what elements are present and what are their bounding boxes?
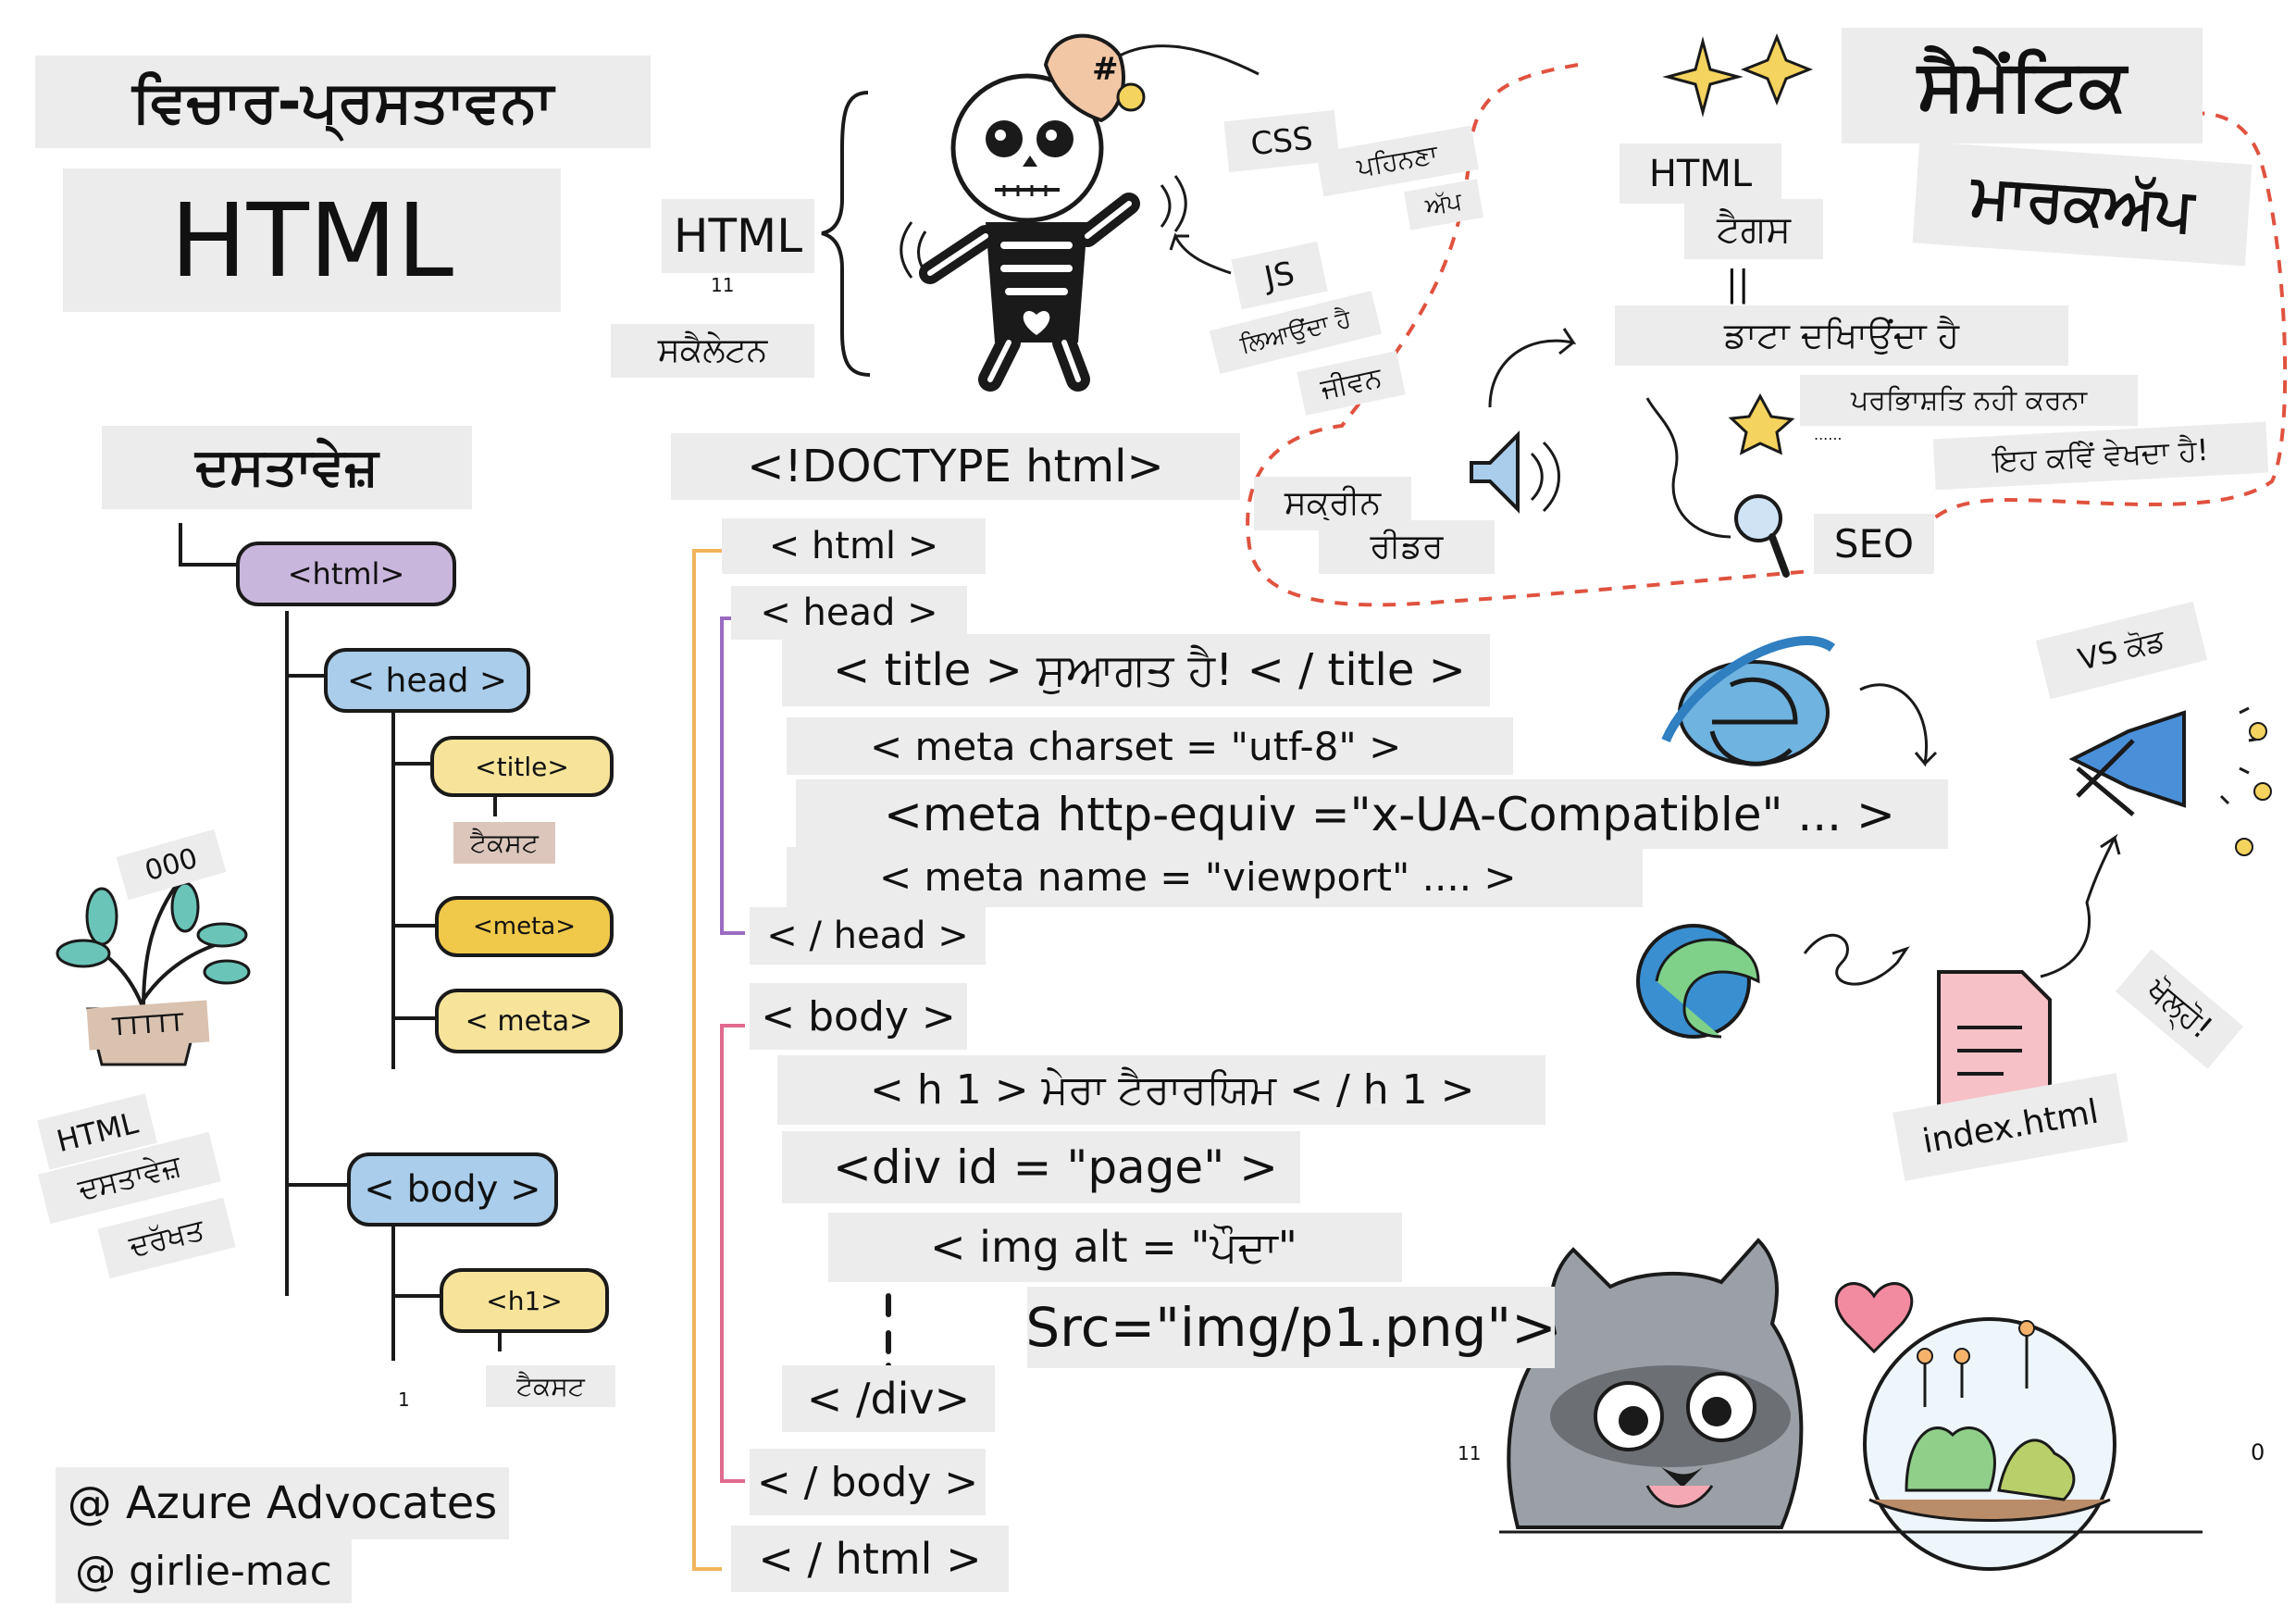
heart-icon bbox=[1834, 1282, 1914, 1354]
skeleton-small-mark: 11 bbox=[711, 274, 735, 296]
not-defining: ਪਰਭਿਾਸ਼ਤਿ ਨਹੀ ਕਰਨਾ bbox=[1800, 375, 2138, 426]
code-head-open: < head > bbox=[731, 586, 967, 640]
tree-node-head: < head > bbox=[324, 648, 530, 713]
document-tree-lines bbox=[179, 523, 502, 1361]
code-src-line: Src="img/p1.png"> bbox=[1025, 1287, 1557, 1368]
file-icon bbox=[1937, 970, 2052, 1113]
shows-data: ਡਾਟਾ ਦਖਿਾਉਂਦਾ ਹੈ bbox=[1615, 305, 2068, 366]
code-head-close: < / head > bbox=[750, 907, 986, 965]
tree-h1-text: ਟੈਕਸਟ bbox=[486, 1365, 615, 1407]
code-doctype: <!DOCTYPE html> bbox=[671, 433, 1240, 500]
semantic-tags-1: HTML bbox=[1620, 143, 1781, 204]
code-div-open: <div id = "page" > bbox=[782, 1131, 1300, 1203]
credit-azure-advocates: @ Azure Advocates bbox=[56, 1467, 509, 1539]
intro-title: ਵਿਚਾਰ-ਪ੍ਰਸਤਾਵਨਾ bbox=[35, 56, 651, 148]
skeleton-label: ਸਕੈਲੇਟਨ bbox=[611, 324, 814, 378]
vscode-logo bbox=[2068, 710, 2186, 816]
code-title-line: < title > ਸੁਆਗਤ ਹੈ! < / title > bbox=[782, 634, 1490, 706]
credit-girlie-mac: @ girlie-mac bbox=[56, 1538, 352, 1603]
body-bracket bbox=[720, 1024, 745, 1483]
mark-0: 0 bbox=[2251, 1439, 2265, 1465]
tree-node-html: <html> bbox=[236, 542, 456, 606]
code-body-close: < / body > bbox=[750, 1449, 986, 1515]
tree-node-body: < body > bbox=[347, 1152, 558, 1227]
tree-tiny-mark: 1 bbox=[398, 1389, 410, 1411]
code-meta-charset: < meta charset = "utf-8" > bbox=[787, 717, 1513, 775]
tree-node-meta-2: < meta> bbox=[435, 989, 623, 1053]
raccoon-illustration bbox=[1507, 1238, 1804, 1529]
code-meta-http: <meta http-equiv ="x-UA-Compatible" ... … bbox=[796, 779, 1948, 849]
code-img-line: < img alt = "ਪੌਦਾ" bbox=[828, 1213, 1402, 1282]
speaker-icon bbox=[1470, 430, 1560, 514]
code-meta-viewport: < meta name = "viewport" .... > bbox=[787, 847, 1643, 907]
tree-title-text: ਟੈਕਸਟ bbox=[453, 822, 555, 864]
seo-label: SEO bbox=[1814, 514, 1934, 574]
code-html-open: < html > bbox=[722, 518, 986, 574]
dots-mark: ...... bbox=[1814, 426, 1843, 443]
main-title: HTML bbox=[63, 168, 561, 312]
semantic-dashed-outline bbox=[1246, 63, 2288, 607]
hat-mark: # bbox=[1092, 51, 1119, 88]
semantic-tags-2: ਟੈਗਸ bbox=[1684, 199, 1823, 259]
magnifier-icon bbox=[1734, 494, 1790, 578]
html-bracket bbox=[692, 549, 722, 1571]
skeleton-html-label: HTML bbox=[662, 199, 814, 273]
skeleton-figure bbox=[900, 33, 1260, 392]
terrarium-illustration bbox=[1863, 1317, 2116, 1571]
equals-mark: || bbox=[1726, 263, 1750, 304]
code-html-close: < / html > bbox=[731, 1526, 1009, 1592]
semantic-title-1: ਸੈਮੇਂਟਿਕ bbox=[1842, 28, 2203, 143]
plant-pot-label: TTTTT bbox=[86, 1000, 210, 1051]
code-body-open: < body > bbox=[750, 983, 967, 1050]
ie-logo bbox=[1661, 636, 1835, 766]
code-div-close: < /div> bbox=[782, 1365, 995, 1432]
edge-logo bbox=[1636, 924, 1760, 1039]
head-bracket bbox=[720, 616, 745, 935]
document-tree-title: ਦਸਤਾਵੇਜ਼ bbox=[102, 426, 472, 509]
tree-node-h1: <h1> bbox=[440, 1268, 609, 1333]
skeleton-bracket bbox=[821, 91, 871, 377]
code-h1-line: < h 1 > ਮੇਰਾ ਟੈਰਾਰਯਿਮ < / h 1 > bbox=[777, 1055, 1545, 1125]
screen-reader-2: ਰੀਡਰ bbox=[1319, 520, 1495, 574]
tree-node-meta-1: <meta> bbox=[435, 896, 614, 957]
tree-node-title: <title> bbox=[430, 736, 614, 797]
mark-11: 11 bbox=[1458, 1442, 1482, 1464]
